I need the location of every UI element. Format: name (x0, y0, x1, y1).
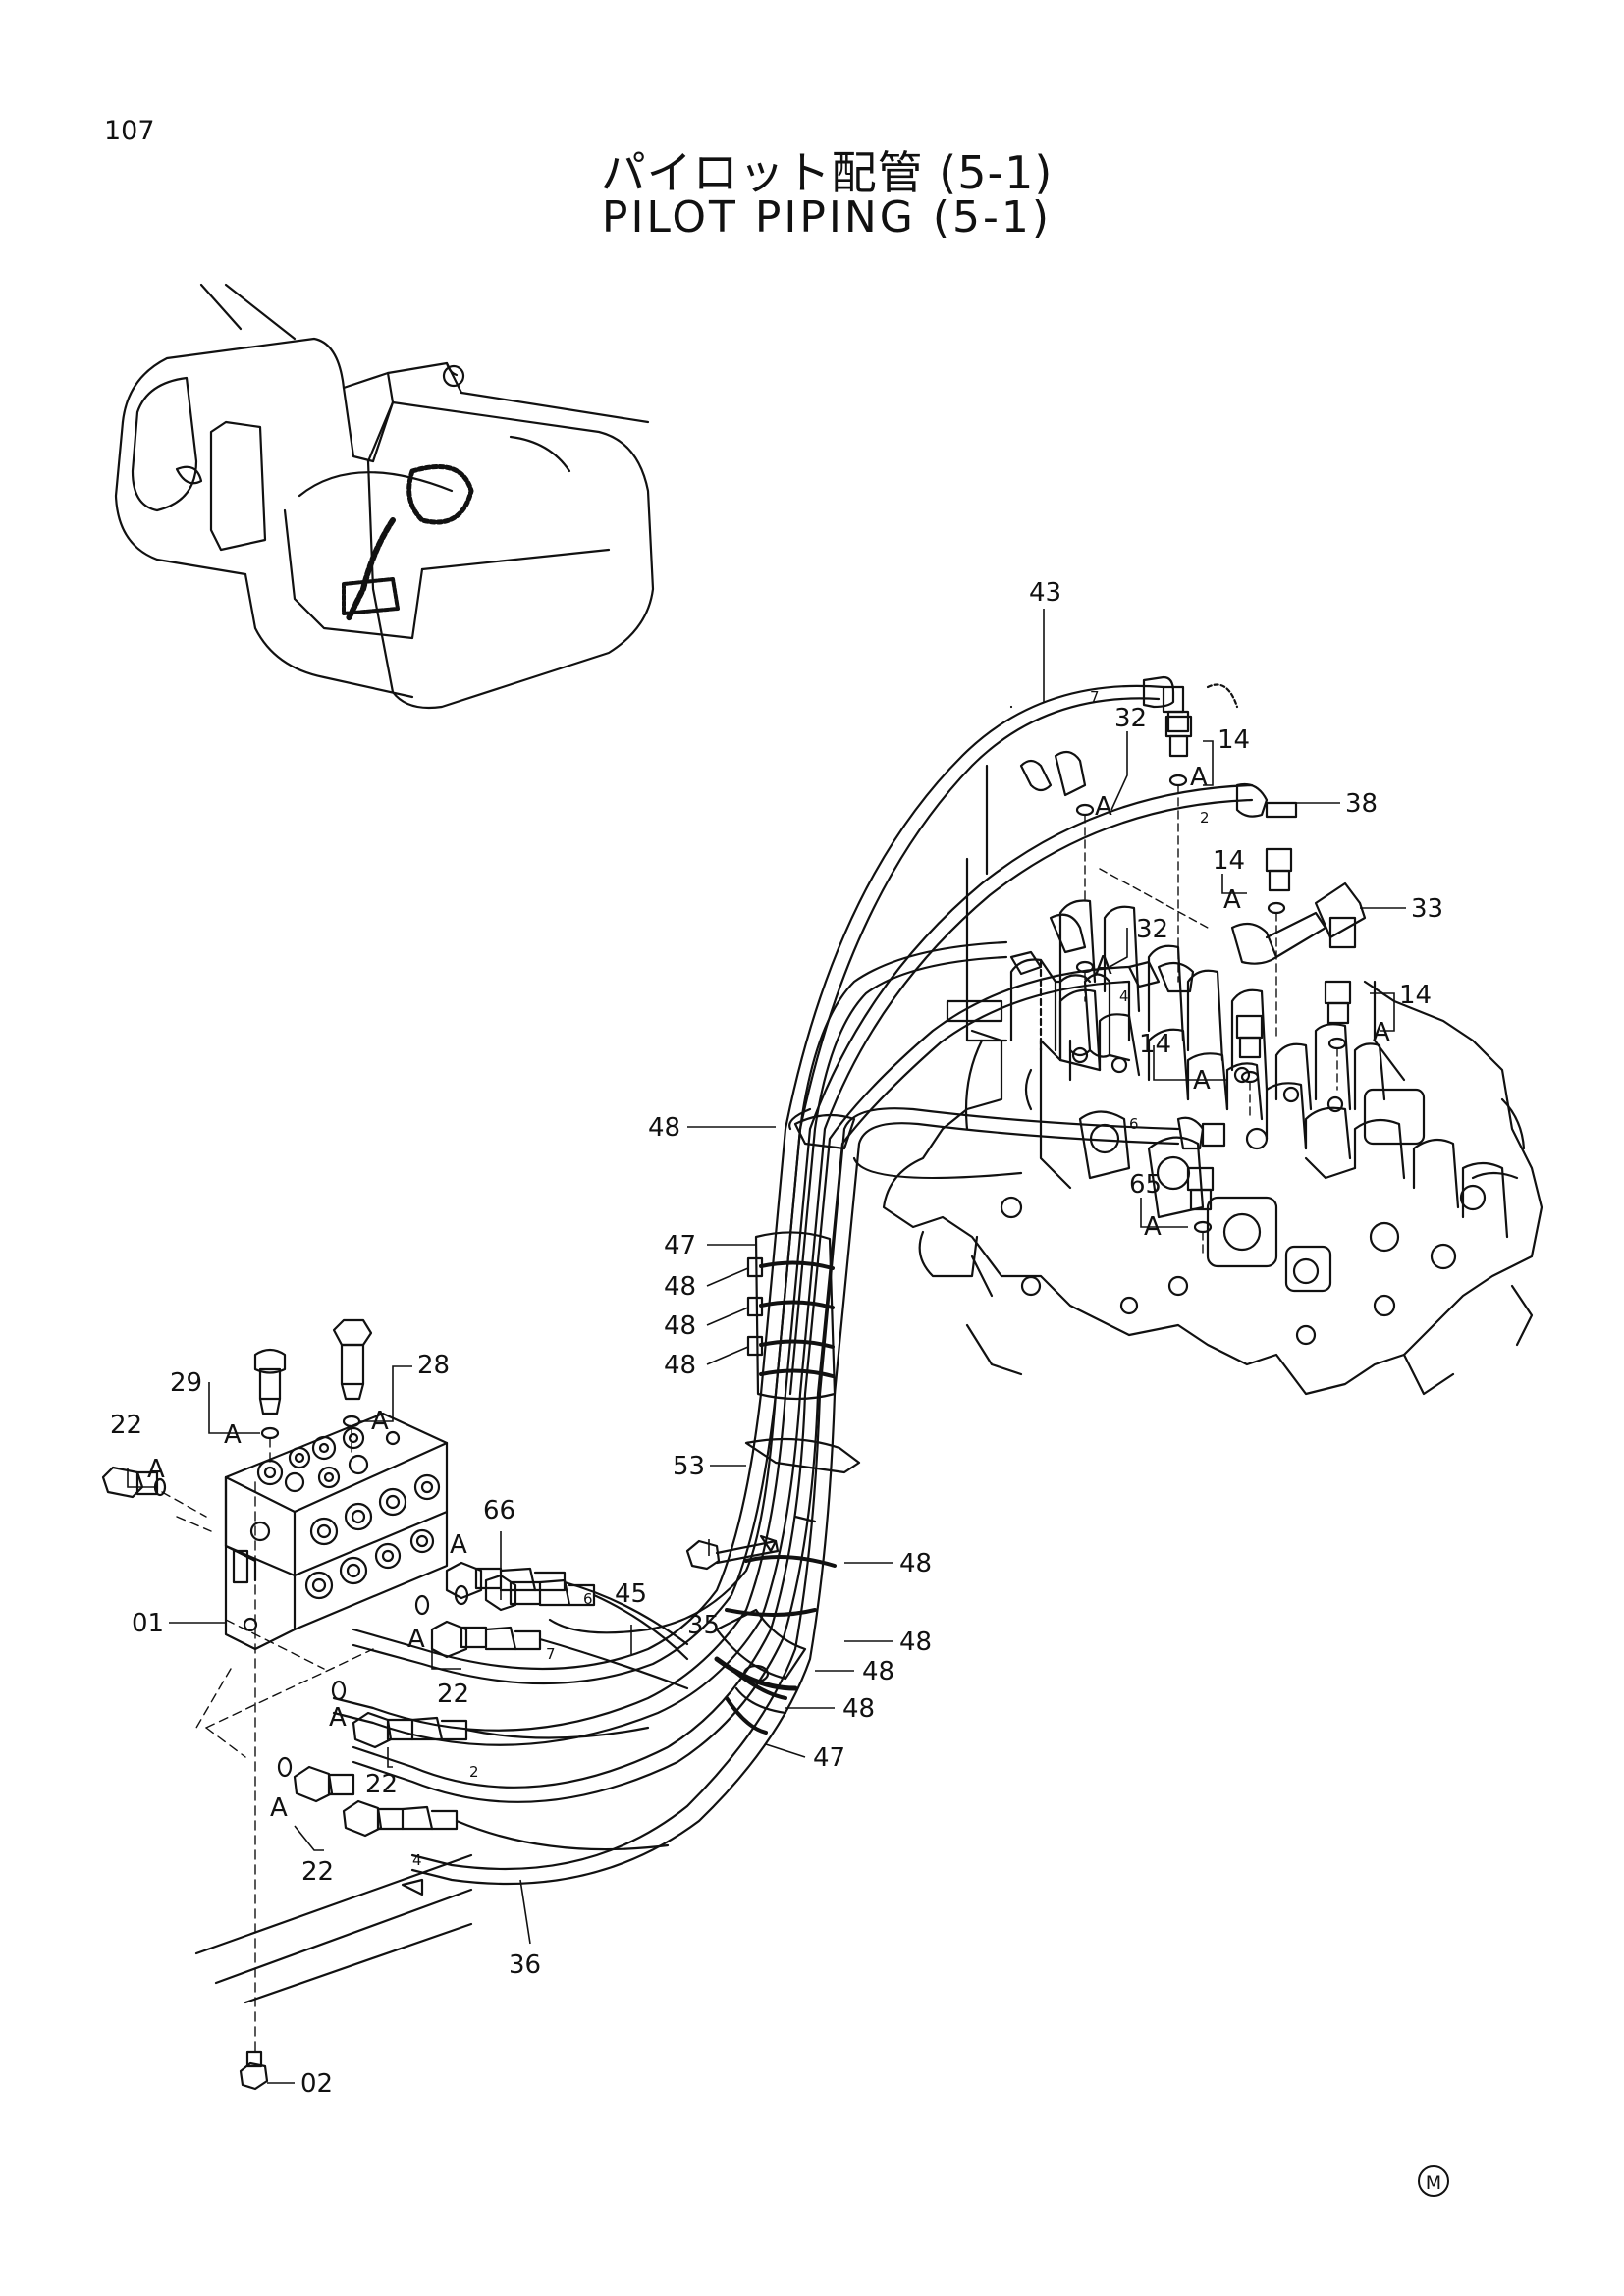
port-a: A (1095, 792, 1112, 822)
page-title-japanese: パイロット配管 (5-1) (600, 146, 1054, 199)
callout-labels: 43 32 14 38 14 33 32 14 14 48 65 47 48 4… (110, 578, 1443, 2099)
hose-numbers: 7 2 4 6 6 7 2 4 (412, 688, 1210, 1869)
port-a: A (1144, 1212, 1162, 1242)
callout-28: 28 (417, 1351, 450, 1380)
bolt-35 (685, 1539, 780, 1571)
pilot-block-illustration (224, 1412, 449, 1651)
port-a: A (1193, 1066, 1211, 1095)
callout-45: 45 (615, 1579, 647, 1609)
callout-33: 33 (1411, 894, 1443, 924)
hose-number: 6 (1129, 1115, 1139, 1133)
callout-48: 48 (862, 1657, 894, 1686)
callout-66: 66 (483, 1496, 515, 1525)
callout-32: 32 (1114, 704, 1147, 733)
callout-65: 65 (1129, 1170, 1162, 1200)
callout-36: 36 (509, 1950, 541, 1980)
callout-38: 38 (1345, 789, 1378, 819)
hose-number: 2 (1200, 809, 1210, 827)
callout-14: 14 (1218, 725, 1250, 755)
callout-48: 48 (842, 1694, 875, 1724)
page-title-english: PILOT PIPING (5-1) (601, 192, 1053, 242)
hose-number: 4 (1119, 988, 1129, 1005)
callout-48: 48 (899, 1628, 932, 1657)
callout-47: 47 (664, 1231, 696, 1260)
callout-35: 35 (687, 1611, 720, 1640)
hose-number: 2 (469, 1763, 479, 1781)
callout-48: 48 (664, 1351, 696, 1380)
control-valve-illustration (882, 899, 1543, 1396)
callout-22: 22 (301, 1857, 334, 1887)
callout-leaders (127, 609, 1406, 2084)
callout-01: 01 (132, 1609, 164, 1638)
port-a: A (329, 1703, 347, 1733)
hose-number: 4 (412, 1851, 422, 1869)
port-a: A (1373, 1018, 1390, 1047)
hose-bundle (332, 684, 1254, 1886)
callout-48: 48 (664, 1311, 696, 1341)
port-a: A (407, 1625, 425, 1654)
page-number: 107 (104, 116, 155, 146)
port-a: A (450, 1530, 467, 1560)
base-plate-line (194, 1853, 473, 1955)
port-a: A (371, 1407, 389, 1436)
callout-14: 14 (1139, 1030, 1171, 1059)
hose-number: 7 (1090, 688, 1100, 706)
hose-sleeves-and-clamps (714, 1107, 861, 1735)
callout-32: 32 (1136, 915, 1168, 944)
port-a: A (270, 1793, 288, 1823)
port-a: A (1190, 763, 1208, 792)
callout-53: 53 (673, 1452, 705, 1481)
port-markers: A A A A A A A A A A A A A A (147, 763, 1390, 1823)
callout-48: 48 (899, 1549, 932, 1578)
hose-end-fittings (277, 1561, 689, 1851)
callout-22: 22 (110, 1411, 142, 1440)
callout-43: 43 (1029, 578, 1061, 608)
callout-22: 22 (437, 1680, 469, 1709)
callout-48: 48 (648, 1113, 680, 1143)
bolt-02 (239, 2050, 269, 2091)
excavator-overview-illustration (114, 283, 655, 710)
port-a: A (1223, 885, 1241, 915)
hose-number: 6 (583, 1590, 593, 1608)
valve-side-fittings (1009, 675, 1367, 1257)
callout-47: 47 (813, 1743, 845, 1773)
manufacturer-mark: M (1418, 2165, 1449, 2197)
switch-28 (332, 1318, 373, 1428)
callout-48: 48 (664, 1272, 696, 1302)
callout-22: 22 (365, 1770, 398, 1799)
port-a: A (147, 1455, 165, 1484)
port-a: A (224, 1420, 242, 1450)
callout-14: 14 (1399, 981, 1432, 1010)
hose-number: 7 (546, 1645, 556, 1663)
callout-02: 02 (300, 2069, 333, 2099)
callout-29: 29 (170, 1368, 202, 1398)
switch-29 (253, 1348, 287, 1440)
port-a: A (1095, 951, 1112, 981)
callout-14: 14 (1213, 846, 1245, 876)
